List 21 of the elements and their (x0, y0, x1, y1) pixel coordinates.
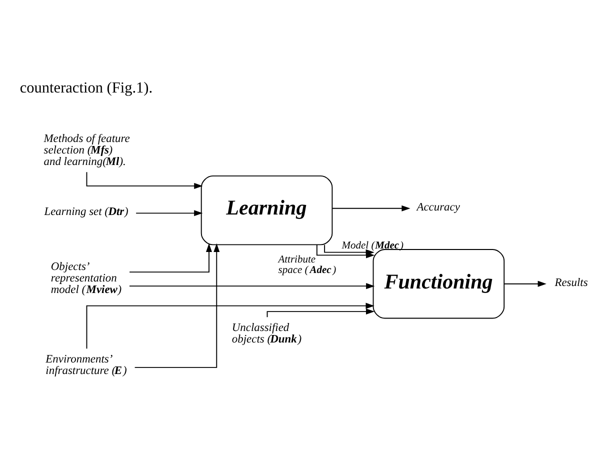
node-text: Accuracy (416, 200, 460, 213)
arrow (129, 282, 375, 289)
arrow (134, 242, 220, 368)
arrow (504, 280, 546, 286)
arrow (324, 244, 374, 255)
node-box: Functioning (372, 248, 505, 318)
node-text: Objects’ representation model (Mview) (50, 260, 122, 296)
node-text: Methods of feature selection (Mfs) and learning(Ml). (44, 132, 130, 168)
node-text: Unclassified objects (Dunk) (232, 322, 302, 346)
arrow (86, 171, 203, 188)
node-text: Environments’ infrastructure (E) (46, 353, 127, 377)
edge-label: Attribute space (Adec) (278, 254, 336, 276)
node-text: Results (554, 276, 588, 288)
arrow (266, 308, 375, 318)
node-text: Learning set (Dtr) (44, 206, 128, 218)
node-box: Learning (200, 174, 333, 245)
arrow (129, 242, 212, 272)
arrow (136, 210, 203, 216)
arrow (332, 204, 410, 211)
label: counteraction (Fig.1). (20, 79, 153, 96)
arrow (86, 302, 374, 349)
